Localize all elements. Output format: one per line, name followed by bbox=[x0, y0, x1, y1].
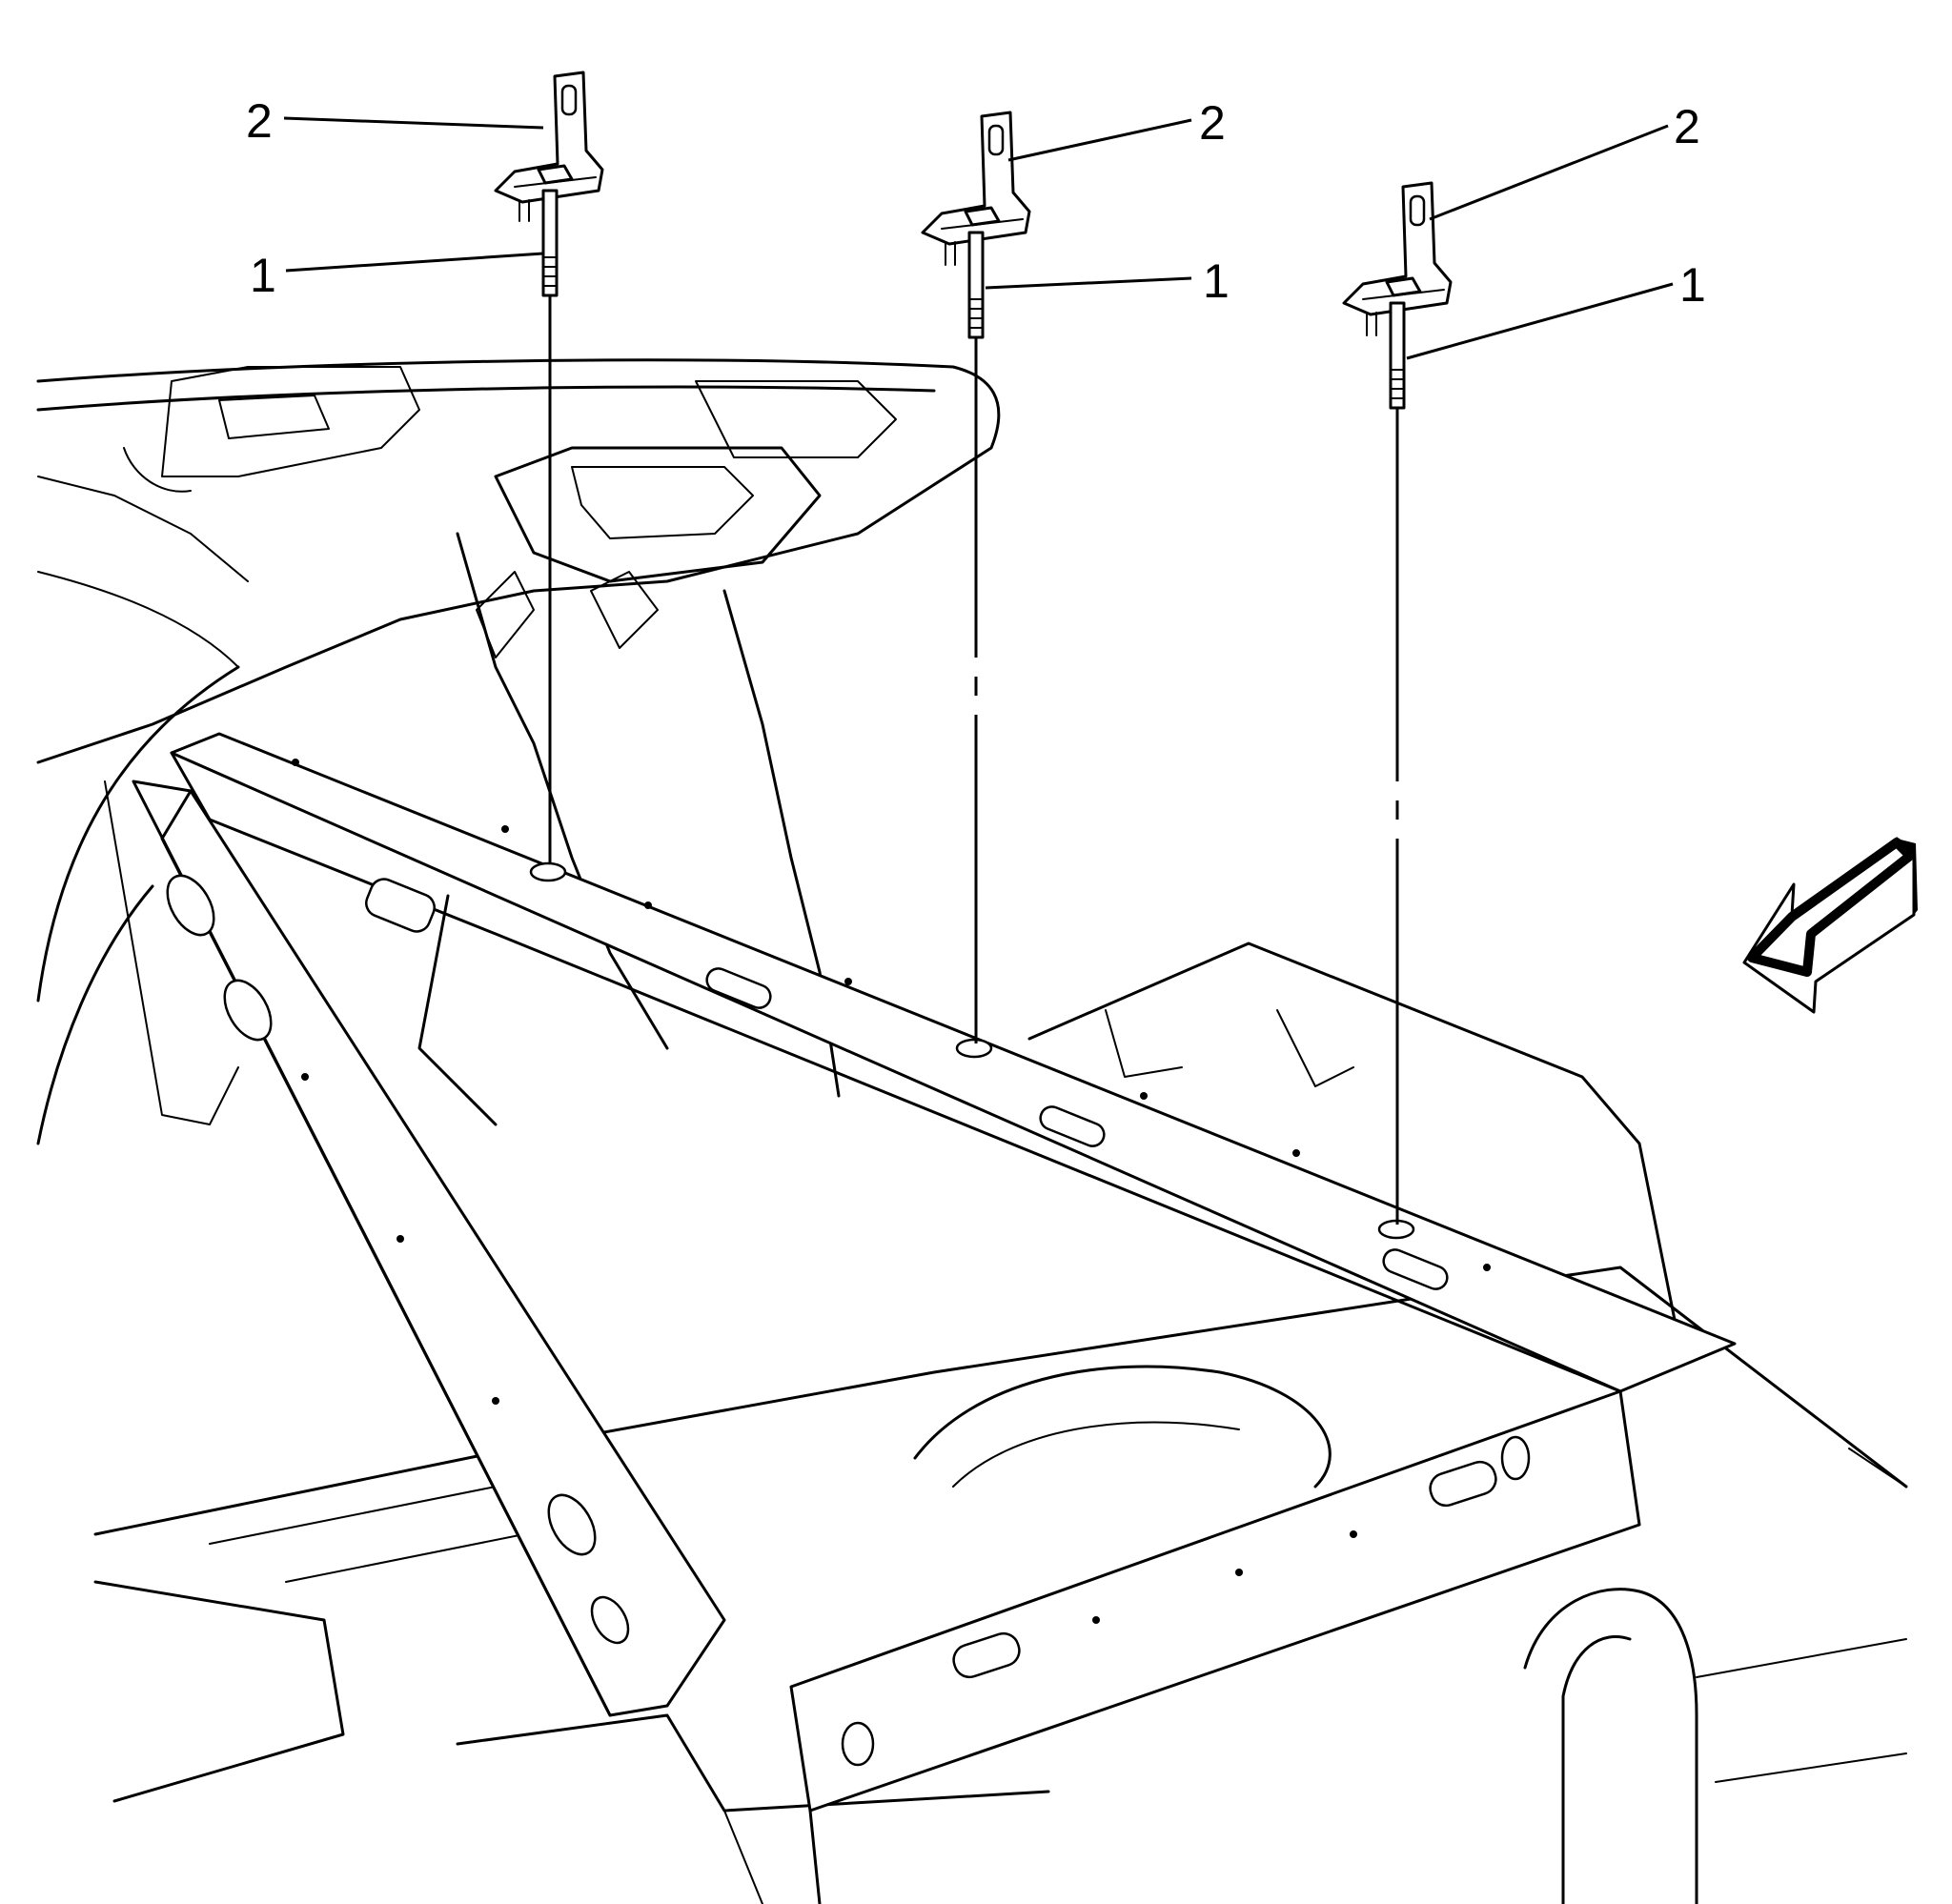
diagonal-brace bbox=[132, 780, 726, 1717]
vehicle-body-structure bbox=[36, 358, 1908, 1904]
callout-labels: 2 1 2 1 2 1 bbox=[246, 94, 1706, 312]
front-direction-arrow-icon bbox=[1742, 837, 1918, 1014]
callout-1-left: 1 bbox=[250, 249, 276, 302]
lower-rear-rail bbox=[789, 1389, 1641, 1904]
callout-1-right: 1 bbox=[1679, 258, 1706, 312]
bracket-right bbox=[1342, 181, 1453, 336]
stud-middle bbox=[967, 231, 985, 339]
callout-1-middle: 1 bbox=[1203, 254, 1230, 308]
callout-2-middle: 2 bbox=[1199, 96, 1226, 150]
stud-left bbox=[541, 189, 559, 297]
bracket-left bbox=[494, 71, 604, 222]
fastener-assembly-middle bbox=[921, 111, 1031, 1043]
nut-left bbox=[537, 164, 574, 185]
nut-middle bbox=[964, 206, 1001, 227]
callout-2-left: 2 bbox=[246, 94, 273, 148]
rear-cross-member bbox=[170, 732, 1737, 1393]
fastener-assembly-left bbox=[494, 71, 604, 862]
fastener-assembly-right bbox=[1342, 181, 1453, 1225]
stud-right bbox=[1389, 301, 1406, 410]
callout-2-right: 2 bbox=[1674, 100, 1700, 153]
callout-leaders bbox=[283, 116, 1674, 360]
nut-right bbox=[1385, 276, 1422, 297]
